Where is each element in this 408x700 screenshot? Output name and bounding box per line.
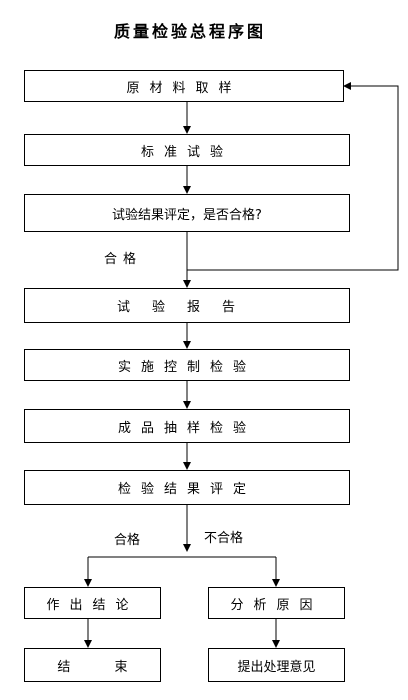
node-product-sampling: 成品抽样检验 bbox=[24, 409, 350, 443]
node-sampling: 原材料取样 bbox=[24, 70, 344, 102]
arrow-feedback-loop bbox=[187, 82, 399, 271]
node-report: 试验报告 bbox=[24, 288, 350, 323]
node-standard-test: 标准试验 bbox=[24, 134, 350, 166]
node-process-check-label: 实施控制检验 bbox=[117, 359, 256, 375]
node-conclusion-label: 作出结论 bbox=[46, 597, 139, 613]
node-opinion: 提出处理意见 bbox=[208, 648, 345, 682]
node-standard-test-label: 标准试验 bbox=[140, 144, 233, 160]
node-conclusion: 作出结论 bbox=[24, 587, 161, 619]
edge-label-pass-2: 合格 bbox=[114, 533, 141, 548]
node-process-check: 实施控制检验 bbox=[24, 349, 350, 381]
node-result-eval: 检验结果评定 bbox=[24, 470, 350, 505]
node-analysis-label: 分析原因 bbox=[230, 597, 323, 613]
node-end-label: 结 束 bbox=[57, 659, 128, 675]
node-report-label: 试验报告 bbox=[116, 300, 257, 315]
edge-label-fail: 不合格 bbox=[204, 531, 244, 546]
node-evaluate: 试验结果评定，是否合格? bbox=[24, 194, 350, 232]
page-title: 质量检验总程序图 bbox=[113, 22, 266, 41]
node-product-sampling-label: 成品抽样检验 bbox=[117, 420, 256, 436]
node-sampling-label: 原材料取样 bbox=[126, 80, 242, 96]
node-opinion-label: 提出处理意见 bbox=[237, 659, 316, 675]
node-evaluate-label: 试验结果评定，是否合格? bbox=[112, 207, 262, 223]
node-end: 结 束 bbox=[24, 648, 161, 682]
node-analysis: 分析原因 bbox=[208, 587, 345, 619]
edge-label-pass-1: 合格 bbox=[104, 252, 143, 267]
node-result-eval-label: 检验结果评定 bbox=[117, 482, 256, 497]
